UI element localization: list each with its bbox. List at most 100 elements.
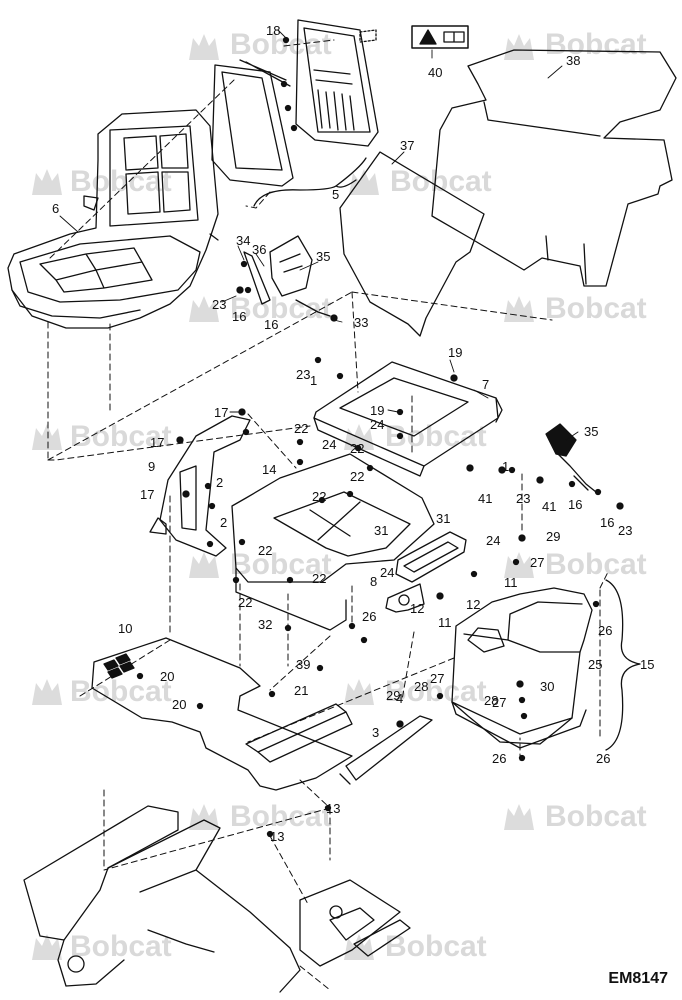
bobcat-logo-watermark <box>32 424 62 450</box>
callout-41: 41 <box>542 499 557 514</box>
callout-28: 28 <box>414 679 429 694</box>
callout-22: 22 <box>238 595 253 610</box>
callout-14: 14 <box>262 462 277 477</box>
callout-30: 30 <box>540 679 555 694</box>
watermark-text: Bobcat <box>385 675 487 708</box>
watermark-text: Bobcat <box>70 165 172 198</box>
callout-11: 11 <box>504 575 518 590</box>
operator-seat <box>7 109 219 329</box>
callout-33: 33 <box>354 315 369 330</box>
callout-27: 27 <box>430 671 445 686</box>
callout-24: 24 <box>380 565 395 580</box>
bobcat-logo-watermark <box>344 679 374 705</box>
bobcat-logo-watermark <box>189 34 219 60</box>
callout-41: 41 <box>478 491 493 506</box>
callout-20: 20 <box>172 697 187 712</box>
callout-36: 36 <box>252 242 267 257</box>
callout-25: 25 <box>588 657 603 672</box>
warning-decal <box>359 25 469 49</box>
callout-16: 16 <box>264 317 279 332</box>
callout-22: 22 <box>312 489 327 504</box>
callout-38: 38 <box>566 53 581 68</box>
seat-back-cover <box>295 19 379 147</box>
callout-22: 22 <box>258 543 273 558</box>
bobcat-logo-watermark <box>504 296 534 322</box>
callout-28: 28 <box>484 693 499 708</box>
callout-2: 2 <box>220 515 228 530</box>
watermark-text: Bobcat <box>70 930 172 963</box>
bobcat-logo-watermark <box>349 169 379 195</box>
callout-2: 2 <box>216 475 224 490</box>
seat-frame-bracket <box>231 453 435 631</box>
callout-17: 17 <box>140 487 155 502</box>
insulation-panel-small <box>339 151 485 337</box>
callout-31: 31 <box>374 523 389 538</box>
machine-frame <box>23 805 411 993</box>
callout-7: 7 <box>482 377 490 392</box>
support-bracket <box>395 531 467 583</box>
watermark-text: Bobcat <box>230 800 332 833</box>
callout-24: 24 <box>322 437 337 452</box>
watermark-text: Bobcat <box>545 28 647 61</box>
callout-13: 13 <box>326 801 341 816</box>
callout-23: 23 <box>212 297 227 312</box>
group-bracket-5 <box>253 179 357 207</box>
watermark-text: Bobcat <box>70 675 172 708</box>
plate-strip <box>245 703 353 763</box>
callout-26: 26 <box>596 751 611 766</box>
callout-4: 4 <box>396 691 404 706</box>
callout-5: 5 <box>332 187 340 202</box>
floor-plate <box>91 637 353 791</box>
callout-23: 23 <box>296 367 311 382</box>
callout-17: 17 <box>150 435 165 450</box>
mounting-tab <box>385 583 425 613</box>
bobcat-logo-watermark <box>32 169 62 195</box>
callout-24: 24 <box>486 533 501 548</box>
callout-31: 31 <box>436 511 451 526</box>
tube <box>339 715 433 785</box>
bobcat-logo-watermark <box>189 296 219 322</box>
watermark-text: Bobcat <box>230 28 332 61</box>
watermark-text: Bobcat <box>230 292 332 325</box>
callout-15: 15 <box>640 657 655 672</box>
callout-17: 17 <box>214 405 229 420</box>
callout-12: 12 <box>466 597 481 612</box>
callout-12: 12 <box>410 601 425 616</box>
callout-23: 23 <box>516 491 531 506</box>
callout-27: 27 <box>530 555 545 570</box>
callout-16: 16 <box>600 515 615 530</box>
insulation-panel-large <box>431 49 677 287</box>
callout-20: 20 <box>160 669 175 684</box>
side-panel-left <box>149 415 251 557</box>
callout-13: 13 <box>270 829 285 844</box>
callout-leaders <box>59 29 579 441</box>
bobcat-logo-watermark <box>32 934 62 960</box>
seat-belt-buckle-right <box>545 423 597 493</box>
callout-35: 35 <box>584 424 599 439</box>
watermark-text: Bobcat <box>385 930 487 963</box>
callout-26: 26 <box>362 609 377 624</box>
callout-6: 6 <box>52 201 60 216</box>
bobcat-logo-watermark <box>189 552 219 578</box>
callout-11: 11 <box>438 615 452 630</box>
callout-18: 18 <box>266 23 281 38</box>
seat-back-frame <box>211 59 294 187</box>
bobcat-logo-watermark <box>32 679 62 705</box>
callout-21: 21 <box>294 683 309 698</box>
callout-24: 24 <box>370 417 385 432</box>
console-box <box>451 587 593 749</box>
callout-29: 29 <box>386 688 401 703</box>
callout-32: 32 <box>258 617 273 632</box>
bobcat-logo-watermark <box>504 34 534 60</box>
group-bracket-15 <box>605 579 641 751</box>
watermark-text: Bobcat <box>545 800 647 833</box>
callout-10: 10 <box>118 621 133 636</box>
watermark-text: Bobcat <box>390 165 492 198</box>
bobcat-logo-watermark <box>504 552 534 578</box>
callout-1: 1 <box>502 459 510 474</box>
callout-23: 23 <box>618 523 633 538</box>
group-bracket-5b <box>335 157 367 187</box>
callout-22: 22 <box>294 421 309 436</box>
watermark-text: Bobcat <box>230 548 332 581</box>
